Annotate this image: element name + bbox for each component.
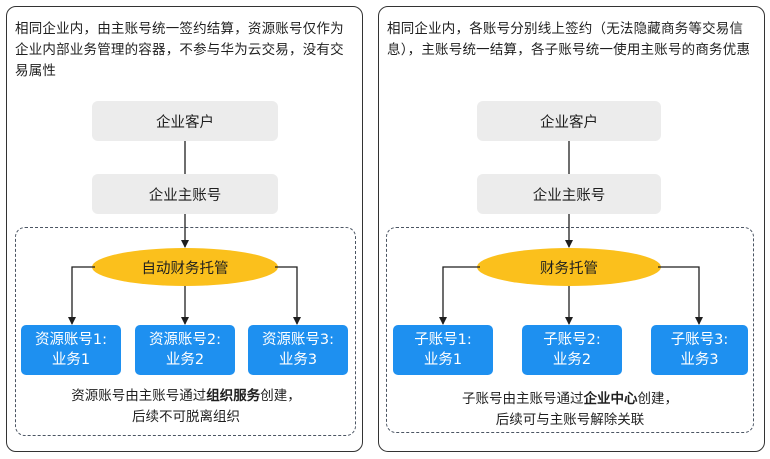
left-note-bold: 组织服务 (206, 388, 261, 404)
right-customer-box: 企业客户 (477, 101, 661, 141)
right-note: 子账号由主账号通过企业中心创建， 后续可与主账号解除关联 (395, 389, 745, 431)
right-account-2-business: 业务2 (552, 352, 592, 368)
left-note-prefix: 资源账号由主账号通过 (71, 388, 207, 404)
right-note-line2: 后续可与主账号解除关联 (495, 412, 645, 428)
right-note-prefix: 子账号由主账号通过 (462, 391, 584, 407)
left-main-account-box: 企业主账号 (92, 174, 278, 214)
right-account-box-3: 子账号3: 业务3 (651, 325, 748, 375)
right-account-box-2: 子账号2: 业务2 (522, 325, 622, 375)
left-hub-ellipse: 自动财务托管 (92, 248, 278, 286)
left-note-suffix: 创建， (260, 388, 301, 404)
right-account-2-name: 子账号2: (543, 332, 601, 348)
right-account-3-business: 业务3 (680, 352, 719, 368)
left-account-3-name: 资源账号3: (261, 332, 335, 348)
right-account-box-1: 子账号1: 业务1 (393, 325, 493, 375)
right-account-1-business: 业务1 (423, 352, 463, 368)
right-hub-ellipse: 财务托管 (477, 248, 661, 286)
left-account-3-business: 业务3 (278, 352, 318, 368)
left-description: 相同企业内，由主账号统一签约结算，资源账号仅作为企业内部业务管理的容器，不参与华… (15, 21, 344, 79)
right-main-account-box: 企业主账号 (477, 174, 661, 214)
right-note-bold: 企业中心 (583, 391, 638, 407)
left-account-box-1: 资源账号1: 业务1 (21, 325, 121, 375)
left-account-2-business: 业务2 (165, 352, 205, 368)
left-note-line2: 后续不可脱离组织 (132, 409, 240, 425)
left-note: 资源账号由主账号通过组织服务创建， 后续不可脱离组织 (24, 386, 348, 428)
right-note-suffix: 创建， (637, 391, 679, 407)
right-description: 相同企业内，各账号分别线上签约（无法隐藏商务等交易信息），主账号统一结算，各子账… (387, 21, 751, 58)
left-panel: 相同企业内，由主账号统一签约结算，资源账号仅作为企业内部业务管理的容器，不参与华… (6, 6, 363, 452)
right-dashed-group (386, 227, 754, 433)
left-account-1-business: 业务1 (51, 352, 91, 368)
right-panel: 相同企业内，各账号分别线上签约（无法隐藏商务等交易信息），主账号统一结算，各子账… (378, 6, 765, 452)
left-account-box-2: 资源账号2: 业务2 (135, 325, 235, 375)
left-account-box-3: 资源账号3: 业务3 (248, 325, 348, 375)
right-account-3-name: 子账号3: (670, 332, 729, 348)
left-customer-box: 企业客户 (92, 101, 278, 141)
right-account-1-name: 子账号1: (414, 332, 472, 348)
left-account-2-name: 资源账号2: (148, 332, 222, 348)
left-account-1-name: 资源账号1: (34, 332, 108, 348)
